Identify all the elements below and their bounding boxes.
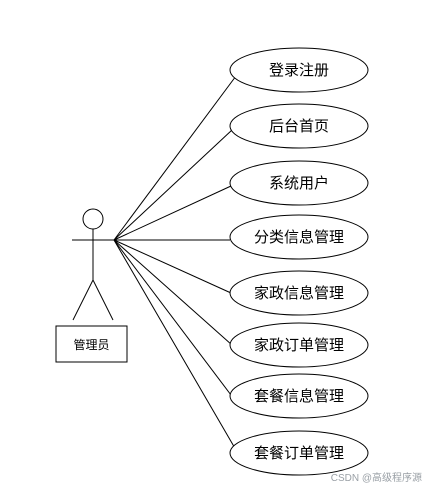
use-case-label: 套餐订单管理 xyxy=(254,444,344,462)
use-cases: 登录注册 后台首页 系统用户 分类信息管理 家政信息管理 家政订单管理 套餐信息… xyxy=(229,47,369,476)
association-line xyxy=(113,239,232,294)
use-case-category-management[interactable]: 分类信息管理 xyxy=(229,214,369,260)
association-line xyxy=(113,185,232,241)
use-case-package-info-management[interactable]: 套餐信息管理 xyxy=(229,373,369,419)
use-case-label: 家政订单管理 xyxy=(254,336,344,354)
use-case-label: 分类信息管理 xyxy=(254,228,344,246)
actor-label-box: 管理员 xyxy=(55,325,128,363)
use-case-login-register[interactable]: 登录注册 xyxy=(229,47,369,93)
use-case-label: 套餐信息管理 xyxy=(254,387,344,405)
association-line xyxy=(113,75,237,241)
use-case-label: 系统用户 xyxy=(269,174,329,192)
use-case-label: 后台首页 xyxy=(269,117,329,135)
use-case-housekeeping-info-management[interactable]: 家政信息管理 xyxy=(229,270,369,316)
use-case-label: 家政信息管理 xyxy=(254,284,344,302)
use-case-label: 登录注册 xyxy=(269,61,329,79)
actor-head xyxy=(82,208,104,230)
association-line xyxy=(113,239,233,346)
use-case-system-users[interactable]: 系统用户 xyxy=(229,160,369,206)
use-case-admin-home[interactable]: 后台首页 xyxy=(229,103,369,149)
association-line xyxy=(113,239,235,400)
actor-right-leg xyxy=(92,279,114,321)
use-case-package-order-management[interactable]: 套餐订单管理 xyxy=(229,430,369,476)
actor-left-leg xyxy=(72,279,94,321)
watermark: CSDN @高级程序源 xyxy=(330,473,422,484)
association-line xyxy=(113,129,233,241)
association-lines xyxy=(113,75,237,451)
use-case-housekeeping-order-management[interactable]: 家政订单管理 xyxy=(229,322,369,368)
actor-figure xyxy=(72,208,114,321)
actor-label: 管理员 xyxy=(73,337,109,352)
association-line xyxy=(113,239,237,451)
